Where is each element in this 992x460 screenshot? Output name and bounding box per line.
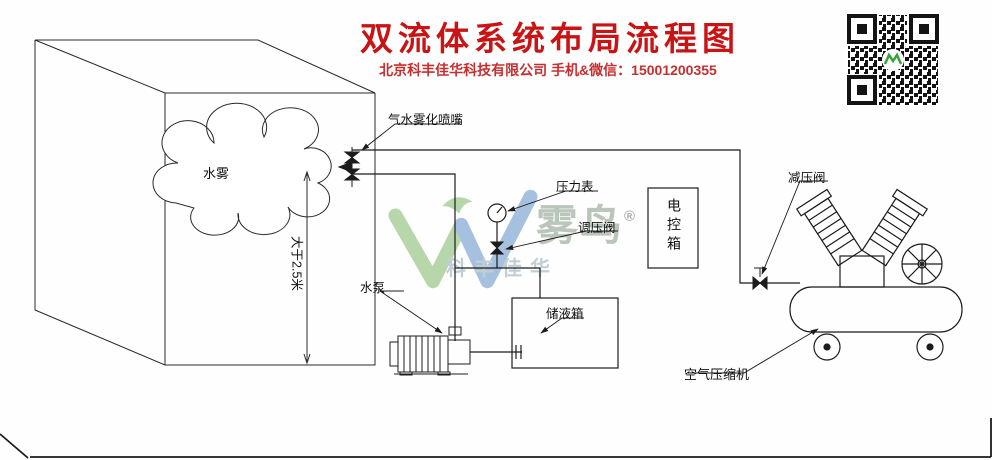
frame-border: [0, 418, 992, 459]
company-contact-line: 北京科丰佳华科技有限公司 手机&微信：15001200355: [379, 62, 717, 78]
water-pipe: [352, 173, 541, 353]
water-pump-drawing: [389, 326, 471, 376]
suction-strainer: [515, 345, 522, 359]
room-box: [34, 39, 376, 366]
mist-label: 水雾: [203, 166, 230, 181]
watermark-brand: 雾鸟®: [536, 192, 637, 253]
qr-code: [846, 13, 940, 107]
regulator-valve-label: 调压阀: [578, 221, 616, 235]
height-dimension-label: 大于2.5米: [289, 236, 304, 291]
air-compressor-drawing: [789, 188, 963, 361]
water-pump-label: 水泵: [360, 281, 386, 295]
page-title: 双流体系统布局流程图: [360, 20, 740, 57]
watermark-bird-icon: [388, 189, 538, 289]
leader-lines: [361, 123, 828, 374]
pressure-gauge-symbol: [487, 203, 507, 223]
watermark-brand-text: 雾鸟: [536, 202, 625, 249]
control-box-label: 电控箱: [666, 198, 682, 255]
relief-valve-label: 减压阀: [788, 171, 826, 185]
relief-valve-symbol: [752, 267, 768, 291]
registered-mark-icon: ®: [624, 208, 638, 225]
storage-tank-outline: [511, 297, 619, 369]
watermark-logo: 雾鸟® 科丰佳华: [388, 186, 648, 301]
air-pipe: [352, 149, 800, 284]
height-dimension-line: [303, 170, 311, 365]
pressure-gauge-label: 压力表: [556, 180, 594, 194]
air-compressor-label: 空气压缩机: [684, 367, 750, 382]
mist-cloud: [152, 102, 332, 236]
nozzle-symbol: [337, 147, 361, 187]
regulator-valve-symbol: [489, 241, 505, 255]
qr-center-logo-icon: [883, 52, 903, 65]
watermark-company: 科丰佳华: [446, 258, 558, 280]
control-box-outline: [647, 187, 699, 269]
storage-tank-label: 储液箱: [546, 307, 584, 321]
nozzle-label: 气水雾化喷嘴: [388, 113, 464, 127]
